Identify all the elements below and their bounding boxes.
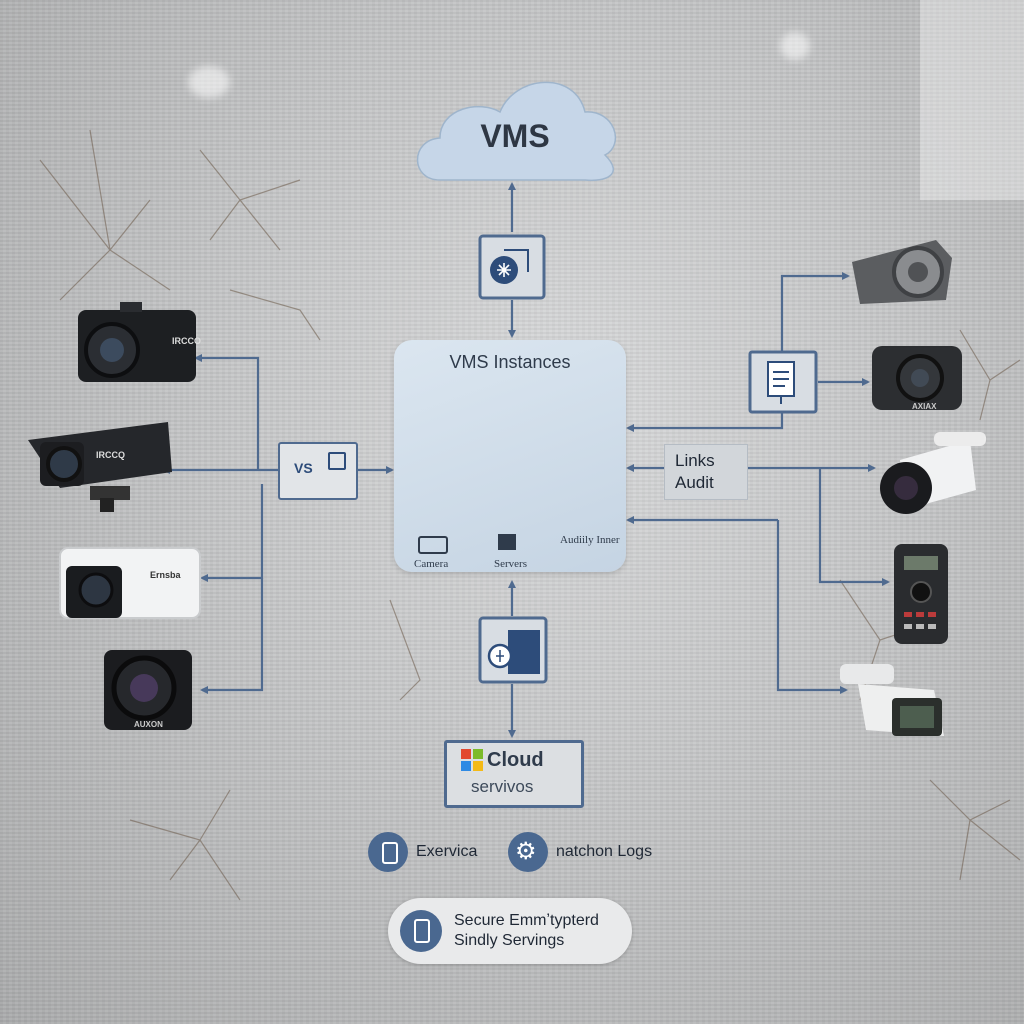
vms-instances-panel: VMS Instances Camera Servers Audiily Inn… (394, 340, 626, 572)
phone-icon (414, 919, 430, 943)
phone-icon (382, 842, 398, 864)
secure-services-pill: Secure Emmʼtypterd Sindly Servings (388, 898, 632, 964)
camera-right-5 (840, 664, 944, 736)
instance-label-servers: Servers (494, 558, 527, 570)
bokeh-light (780, 32, 810, 60)
document-icon (748, 350, 818, 414)
legend-label-2: natchon Logs (556, 843, 653, 860)
cloud-services-box: Cloud servivos (444, 740, 584, 808)
cloud-services-subtitle: servivos (471, 777, 534, 796)
legend-label-1: Exervica (416, 843, 478, 860)
pill-line-1: Secure Emmʼtypterd (454, 912, 599, 929)
gears-icon: ⚙ (515, 838, 537, 865)
camera-left-3 (59, 547, 201, 619)
legend-badge-gears: ⚙ (508, 832, 548, 872)
camera-left-1 (78, 302, 196, 382)
bokeh-light (188, 66, 230, 98)
camera-right-2 (872, 346, 962, 410)
legend-badge-phone (368, 832, 408, 872)
windows-logo-icon (461, 749, 483, 771)
camera-brand-left-1: IRCCO (172, 336, 201, 346)
camera-left-4 (104, 650, 192, 730)
audit-label: Audit (675, 473, 714, 492)
camera-right-4 (894, 544, 948, 644)
window-light (920, 0, 1024, 200)
camera-brand-right-2: AXIAX (912, 402, 937, 411)
camera-brand-left-4: AUXON (134, 720, 163, 729)
instances-title: VMS Instances (449, 352, 571, 372)
pill-phone-badge (400, 910, 442, 952)
camera-right-3 (880, 432, 986, 514)
camera-brand-left-3: Ernsba (150, 570, 181, 580)
left-hub-label: VS (294, 460, 313, 476)
server-small-icon (498, 534, 516, 550)
cloud-label: VMS (480, 118, 550, 154)
lock-hub-icon (478, 616, 548, 684)
instance-label-camera: Camera (414, 558, 449, 570)
camera-brand-left-2: IRCCQ (96, 450, 125, 460)
links-label: Links (675, 451, 715, 470)
camera-small-icon (418, 536, 448, 554)
pill-line-2: Sindly Servings (454, 932, 565, 949)
hub-link-icon (328, 452, 346, 470)
cloud-services-title: Cloud (487, 749, 544, 771)
cloud-shape (416, 81, 616, 182)
links-audit-card: Links Audit (664, 444, 748, 500)
instance-label-audit: Audiily Inner (560, 534, 620, 546)
left-hub-box: VS (278, 442, 358, 500)
star-hub-icon (478, 234, 546, 300)
camera-left-2 (28, 422, 172, 512)
camera-right-1 (852, 240, 952, 304)
